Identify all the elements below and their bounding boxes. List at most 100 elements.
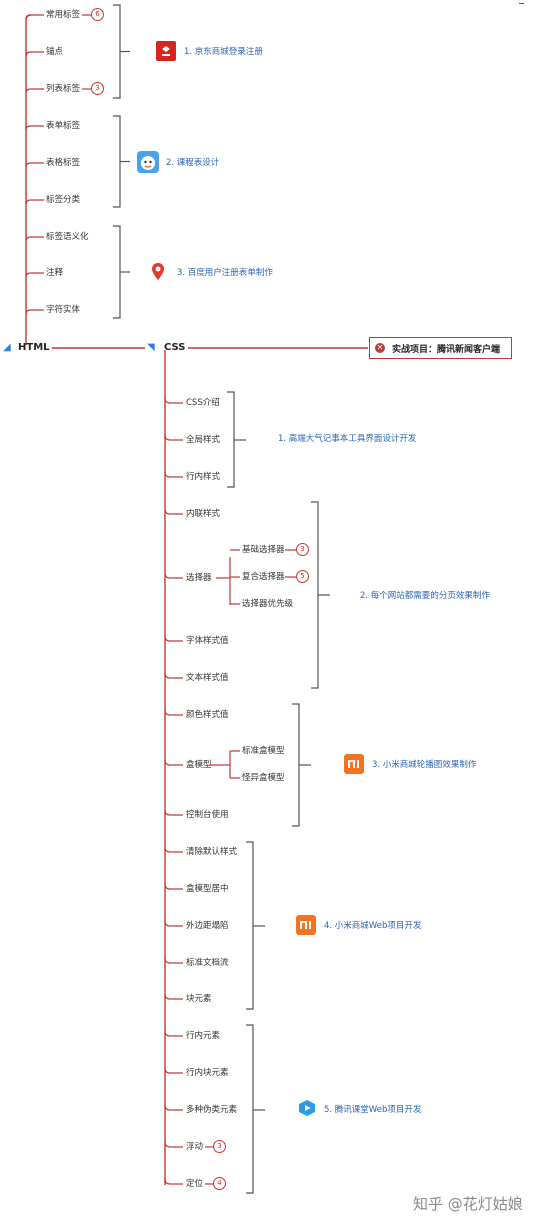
connector-14 <box>113 4 121 99</box>
connector-5 <box>25 88 44 94</box>
connector-25 <box>164 572 183 579</box>
css-project-2[interactable]: 2. 每个网站都需要的分页效果制作 <box>360 591 490 601</box>
map-pin-icon <box>152 263 164 280</box>
mi-logo-icon <box>344 754 364 774</box>
css-node-18[interactable]: 浮动 <box>186 1142 204 1152</box>
mi-logo-icon-2 <box>296 915 316 935</box>
css-badge-19: 4 <box>213 1177 226 1190</box>
css-badge-18: 3 <box>213 1140 226 1153</box>
css-node-2[interactable]: 行内样式 <box>186 472 221 482</box>
css-root-node[interactable]: CSS <box>164 342 186 353</box>
connector-2 <box>25 14 32 345</box>
connector-56 <box>311 501 319 689</box>
html-badge-0: 6 <box>91 8 104 21</box>
project-box[interactable]: ✕ 实战项目：腾讯新闻客户端 <box>369 337 512 359</box>
connector-21 <box>164 397 183 404</box>
css-node-17[interactable]: 多种伪类元素 <box>186 1105 238 1115</box>
connector-9 <box>25 236 44 242</box>
connector-36 <box>164 1030 183 1037</box>
css-node-4[interactable]: 选择器 <box>186 573 212 583</box>
connector-28 <box>164 709 183 716</box>
css-project-5[interactable]: 5. 腾讯课堂Web项目开发 <box>324 1105 422 1115</box>
connector-37 <box>164 1067 183 1074</box>
html-root-node[interactable]: HTML <box>18 342 50 353</box>
html-node-1[interactable]: 锚点 <box>46 47 64 57</box>
connector-23 <box>164 471 183 478</box>
connector-35 <box>164 993 183 1000</box>
html-node-8[interactable]: 字符实体 <box>46 305 81 315</box>
connector-30 <box>164 809 183 816</box>
css-sub-node-4-1[interactable]: 复合选择器 <box>242 572 285 582</box>
close-circle-icon: ✕ <box>375 343 385 353</box>
connector-27 <box>164 672 183 679</box>
connector-3 <box>25 14 44 20</box>
css-node-12[interactable]: 外边距塌陷 <box>186 921 229 931</box>
css-sub-node-8-0[interactable]: 标准盒模型 <box>242 746 285 756</box>
connector-7 <box>25 162 44 168</box>
connector-8 <box>25 199 44 205</box>
css-node-7[interactable]: 颜色样式值 <box>186 710 229 720</box>
connector-10 <box>25 272 44 278</box>
connector-40 <box>164 1178 183 1185</box>
css-project-1[interactable]: 1. 高端大气记事本工具界面设计开发 <box>278 434 417 444</box>
css-node-9[interactable]: 控制台使用 <box>186 810 229 820</box>
html-node-5[interactable]: 标签分类 <box>46 195 81 205</box>
css-sub-node-4-0[interactable]: 基础选择器 <box>242 545 285 555</box>
connector-33 <box>164 920 183 927</box>
play-icon <box>299 1100 315 1116</box>
html-project-3[interactable]: 3. 百度用户注册表单制作 <box>177 268 273 278</box>
connector-18 <box>113 225 121 319</box>
css-project-3[interactable]: 3. 小米商城轮播图效果制作 <box>372 760 477 770</box>
html-node-7[interactable]: 注释 <box>46 268 64 278</box>
connector-11 <box>25 309 44 315</box>
css-sub-badge-4-0: 3 <box>296 543 309 556</box>
connector-58 <box>292 703 300 827</box>
css-sub-node-8-1[interactable]: 怪异盒模型 <box>242 773 285 783</box>
html-project-1[interactable]: 1. 京东商城登录注册 <box>184 47 263 57</box>
html-node-6[interactable]: 标签语义化 <box>46 232 89 242</box>
corner-tick <box>519 3 524 4</box>
connector-29 <box>164 759 183 766</box>
css-sub-badge-4-1: 5 <box>296 570 309 583</box>
html-project-2[interactable]: 2. 课程表设计 <box>166 158 220 168</box>
html-node-3[interactable]: 表单标签 <box>46 121 81 131</box>
connector-34 <box>164 957 183 964</box>
html-root-icon: ◢ <box>3 342 11 353</box>
html-node-4[interactable]: 表格标签 <box>46 158 81 168</box>
css-sub-node-4-2[interactable]: 选择器优先级 <box>242 599 294 609</box>
connector-38 <box>164 1104 183 1111</box>
connector-31 <box>164 846 183 853</box>
css-node-16[interactable]: 行内块元素 <box>186 1068 229 1078</box>
connector-32 <box>164 883 183 890</box>
css-project-4[interactable]: 4. 小米商城Web项目开发 <box>324 921 422 931</box>
connector-54 <box>227 391 235 488</box>
css-node-1[interactable]: 全局样式 <box>186 435 221 445</box>
css-node-0[interactable]: CSS介绍 <box>186 398 220 408</box>
html-node-2[interactable]: 列表标签 <box>46 84 81 94</box>
css-node-3[interactable]: 内联样式 <box>186 509 221 519</box>
css-node-11[interactable]: 盒模型居中 <box>186 884 229 894</box>
css-node-8[interactable]: 盒模型 <box>186 760 212 770</box>
connector-26 <box>164 635 183 642</box>
mascot-icon <box>137 151 159 173</box>
jd-logo-icon <box>156 41 176 61</box>
connector-39 <box>164 1141 183 1148</box>
css-root-icon: ◥ <box>147 342 155 353</box>
css-node-15[interactable]: 行内元素 <box>186 1031 221 1041</box>
connector-60 <box>246 841 254 1010</box>
connector-24 <box>164 508 183 515</box>
html-node-0[interactable]: 常用标签 <box>46 10 81 20</box>
connector-62 <box>246 1024 254 1194</box>
css-node-14[interactable]: 块元素 <box>186 994 212 1004</box>
css-node-10[interactable]: 清除默认样式 <box>186 847 238 857</box>
html-badge-2: 3 <box>91 82 104 95</box>
css-node-6[interactable]: 文本样式值 <box>186 673 229 683</box>
css-node-5[interactable]: 字体样式值 <box>186 636 229 646</box>
connector-22 <box>164 434 183 441</box>
watermark: 知乎 @花灯姑娘 <box>413 1195 523 1213</box>
project-box-label: 实战项目：腾讯新闻客户端 <box>392 345 501 355</box>
connector-16 <box>113 115 121 208</box>
css-node-13[interactable]: 标准文档流 <box>186 958 229 968</box>
css-node-19[interactable]: 定位 <box>186 1179 204 1189</box>
